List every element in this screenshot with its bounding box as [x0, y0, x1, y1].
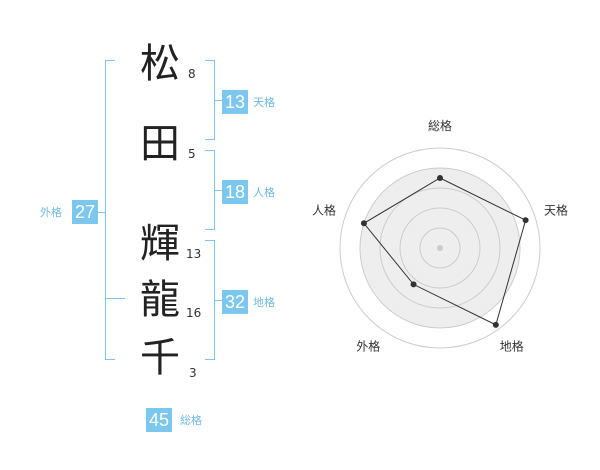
tenkaku-bracket — [205, 60, 215, 140]
stroke-count-2: 5 — [188, 147, 196, 161]
radar-ring — [379, 187, 501, 309]
name-char-2: 田 — [140, 121, 180, 167]
chikaku-connector — [215, 300, 223, 301]
jinkaku-badge: 18 — [222, 180, 249, 204]
radar-axis-label: 天格 — [544, 202, 568, 217]
radar-axis-label: 総格 — [428, 118, 452, 133]
radar-axis-label: 外格 — [356, 339, 380, 354]
radar-point — [522, 217, 529, 224]
radar-point — [360, 220, 367, 227]
gaikaku-bracket-tick — [105, 298, 125, 299]
jinkaku-label: 人格 — [253, 186, 275, 199]
soukaku-badge: 45 — [146, 408, 173, 432]
tenkaku-label: 天格 — [253, 96, 275, 109]
radar-axis-label: 地格 — [500, 339, 524, 354]
stroke-count-1: 8 — [188, 67, 196, 81]
stroke-count-3: 13 — [186, 247, 202, 261]
radar-center-dot — [437, 245, 443, 251]
gaikaku-badge: 27 — [72, 200, 99, 224]
radar-point — [492, 321, 499, 328]
chikaku-bracket — [205, 240, 215, 360]
radar-ring — [399, 207, 481, 289]
radar-ring — [359, 167, 521, 329]
tenkaku-badge: 13 — [222, 90, 249, 114]
name-char-5: 千 — [140, 335, 180, 381]
chikaku-label: 地格 — [253, 296, 275, 309]
name-char-4: 龍 — [140, 277, 180, 323]
gaikaku-label: 外格 — [40, 206, 62, 219]
jinkaku-bracket — [205, 150, 215, 230]
radar-ring — [339, 147, 541, 349]
name-char-1: 松 — [140, 41, 180, 87]
radar-point — [437, 175, 443, 181]
radar-axis-label: 人格 — [312, 202, 336, 217]
radar-ring — [419, 227, 461, 269]
radar-polygon — [363, 177, 527, 326]
stroke-count-5: 3 — [189, 366, 197, 380]
chikaku-badge: 32 — [222, 290, 249, 314]
jinkaku-connector — [215, 190, 223, 191]
name-char-3: 輝 — [140, 221, 180, 267]
gaikaku-bracket — [105, 60, 115, 360]
stroke-count-4: 16 — [186, 306, 202, 320]
radar-point — [410, 281, 417, 288]
soukaku-label: 総格 — [180, 414, 202, 427]
tenkaku-connector — [215, 100, 223, 101]
